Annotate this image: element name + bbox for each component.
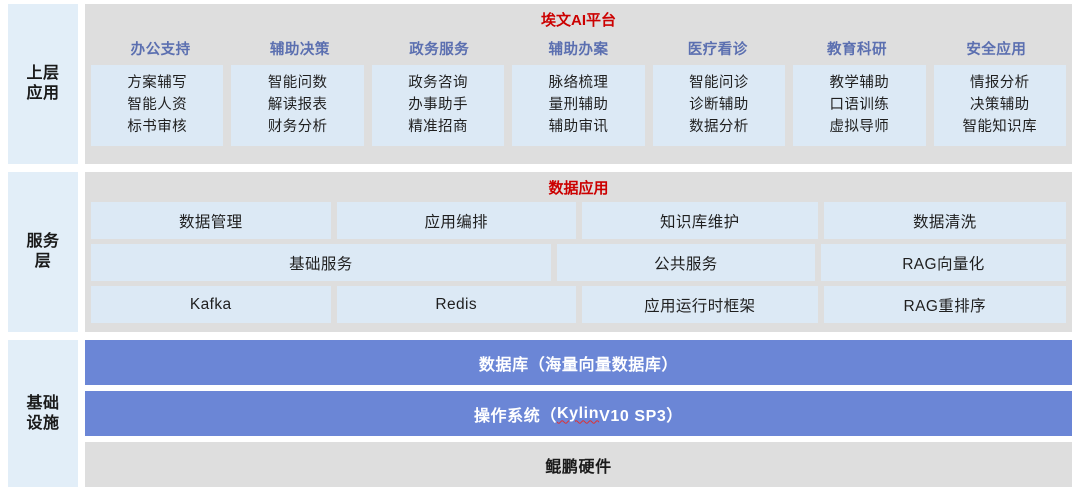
top-application-item: 财务分析: [267, 119, 328, 136]
service-module-cell[interactable]: Redis: [336, 286, 576, 323]
service-module-cell[interactable]: 应用运行时框架: [582, 286, 818, 323]
layer-label-service-line1: 服务: [26, 233, 60, 251]
layer-top-application: 上层 应用 埃文AI平台 办公支持 辅助决策 政务服务 辅助办案 医疗看诊 教育科研 安全应…: [8, 4, 1072, 164]
top-application-card[interactable]: 情报分析决策辅助智能知识库: [933, 65, 1066, 147]
top-application-card[interactable]: 智能问数解读报表财务分析: [231, 65, 364, 147]
top-application-item: 智能人资: [127, 97, 188, 114]
service-module-cell[interactable]: Kafka: [91, 286, 331, 323]
infrastructure-bar[interactable]: 操作系统（Kylin V10 SP3）: [85, 391, 1072, 436]
top-application-card[interactable]: 方案辅写智能人资标书审核: [91, 65, 224, 147]
top-application-item: 情报分析: [969, 75, 1030, 91]
top-application-card[interactable]: 政务咨询办事助手精准招商: [371, 65, 505, 147]
infrastructure-bars: 数据库（海量向量数据库） 操作系统（Kylin V10 SP3） 鲲鹏硬件: [85, 340, 1072, 487]
layer-label-service: 服务 层: [8, 172, 78, 332]
top-application-item: 方案辅写: [127, 75, 188, 91]
top-application-item: 脉络梳理: [548, 75, 609, 91]
service-module-row: 数据管理应用编排知识库维护数据清洗: [91, 202, 1067, 239]
layer-label-infra-line1: 基础: [26, 394, 60, 412]
top-category-header: 办公支持: [130, 42, 191, 58]
top-category-cards: 方案辅写智能人资标书审核智能问数解读报表财务分析政务咨询办事助手精准招商脉络梳理…: [91, 65, 1066, 147]
top-category-headers: 办公支持 辅助决策 政务服务 辅助办案 医疗看诊 教育科研 安全应用: [91, 38, 1066, 59]
top-application-item: 量刑辅助: [548, 97, 609, 114]
spellcheck-underlined-word: Kylin: [556, 404, 600, 422]
top-category-header: 医疗看诊: [687, 42, 748, 58]
top-application-item: 教学辅助: [829, 75, 890, 91]
top-application-item: 精准招商: [408, 119, 468, 136]
top-application-card[interactable]: 脉络梳理量刑辅助辅助审讯: [512, 65, 645, 147]
service-module-cell[interactable]: 数据清洗: [823, 202, 1067, 239]
top-application-item: 标书审核: [127, 119, 188, 136]
service-module-cell[interactable]: 公共服务: [556, 244, 815, 281]
top-application-item: 智能问数: [267, 75, 328, 91]
top-layer-title: 埃文AI平台: [540, 12, 616, 29]
infrastructure-bar[interactable]: 数据库（海量向量数据库）: [85, 340, 1072, 385]
infrastructure-bar[interactable]: 鲲鹏硬件: [85, 442, 1072, 487]
top-application-card[interactable]: 智能问诊诊断辅助数据分析: [652, 65, 786, 147]
top-application-item: 智能知识库: [962, 119, 1037, 136]
top-application-item: 诊断辅助: [689, 97, 749, 114]
layer-label-infra: 基础 设施: [8, 340, 78, 487]
top-application-item: 决策辅助: [969, 97, 1030, 114]
layer-label-infra-line2: 设施: [26, 414, 60, 432]
top-application-card[interactable]: 教学辅助口语训练虚拟导师: [793, 65, 926, 147]
top-layer-panel: 埃文AI平台 办公支持 辅助决策 政务服务 辅助办案 医疗看诊 教育科研 安全应用 方案辅写…: [85, 4, 1072, 164]
top-application-item: 政务咨询: [408, 75, 468, 91]
top-application-item: 智能问诊: [689, 75, 749, 91]
top-category-header: 安全应用: [966, 42, 1027, 58]
top-category-header: 教育科研: [827, 42, 888, 58]
service-module-cell[interactable]: 知识库维护: [582, 202, 818, 239]
layer-infrastructure: 基础 设施 数据库（海量向量数据库） 操作系统（Kylin V10 SP3） 鲲鹏硬…: [8, 340, 1072, 487]
layer-label-service-line2: 层: [34, 253, 52, 270]
top-application-item: 办事助手: [408, 97, 468, 114]
service-module-cell[interactable]: 基础服务: [91, 244, 551, 281]
top-category-header: 辅助决策: [269, 42, 330, 58]
top-category-header: 政务服务: [409, 42, 470, 58]
service-layer-title: 数据应用: [548, 180, 609, 197]
layer-label-top-line2: 应用: [26, 85, 60, 102]
top-application-item: 数据分析: [689, 119, 749, 136]
top-application-item: 辅助审讯: [548, 119, 609, 136]
top-application-item: 虚拟导师: [829, 119, 890, 136]
top-application-item: 口语训练: [829, 97, 890, 114]
layer-label-top: 上层 应用: [8, 4, 78, 164]
layer-label-top-line1: 上层: [26, 65, 60, 83]
service-module-cell[interactable]: 应用编排: [336, 202, 576, 239]
service-module-cell[interactable]: RAG向量化: [820, 244, 1066, 281]
service-module-cell[interactable]: 数据管理: [91, 202, 331, 239]
service-module-cell[interactable]: RAG重排序: [823, 286, 1067, 323]
top-application-item: 解读报表: [267, 97, 328, 114]
top-category-header: 辅助办案: [548, 42, 609, 58]
